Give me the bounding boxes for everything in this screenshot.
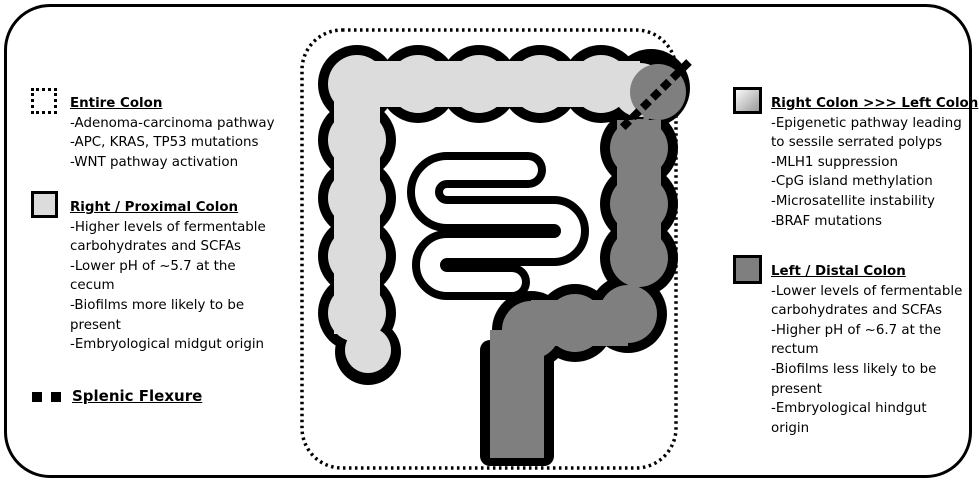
legend-line: -Biofilms more likely to be [70, 296, 266, 316]
splenic-flexure-swatch-dash [51, 392, 61, 402]
legend-line: -Biofilms less likely to be [771, 360, 962, 380]
right-vs-left-title: Right Colon >>> Left Colon [771, 94, 978, 114]
legend-line: cecum [70, 276, 266, 296]
entire-colon-swatch [31, 88, 57, 114]
legend-line: -Higher pH of ~6.7 at the [771, 321, 962, 341]
small-intestine [425, 170, 571, 282]
legend-line: rectum [771, 340, 962, 360]
legend-line: -APC, KRAS, TP53 mutations [70, 133, 275, 153]
legend-line: origin [771, 419, 962, 439]
entire-colon-legend: Entire Colon -Adenoma-carcinoma pathway … [70, 94, 275, 172]
legend-line: -Lower levels of fermentable [771, 282, 962, 302]
legend-line: -MLH1 suppression [771, 153, 978, 173]
right-proximal-swatch [31, 191, 58, 218]
legend-line: -BRAF mutations [771, 212, 978, 232]
left-distal-swatch [733, 255, 762, 284]
legend-line: present [771, 380, 962, 400]
legend-line: to sessile serrated polyps [771, 133, 978, 153]
legend-line: present [70, 316, 266, 336]
legend-line: -Microsatellite instability [771, 192, 978, 212]
legend-line: -Higher levels of fermentable [70, 218, 266, 238]
legend-line: -Embryological midgut origin [70, 335, 266, 355]
left-distal-legend: Left / Distal Colon -Lower levels of fer… [771, 262, 962, 438]
entire-colon-title: Entire Colon [70, 94, 275, 114]
right-proximal-title: Right / Proximal Colon [70, 198, 266, 218]
right-vs-left-legend: Right Colon >>> Left Colon -Epigenetic p… [771, 94, 978, 231]
legend-line: -WNT pathway activation [70, 153, 275, 173]
left-distal-title: Left / Distal Colon [771, 262, 962, 282]
legend-line: -Epigenetic pathway leading [771, 114, 978, 134]
right-vs-left-swatch [733, 87, 762, 114]
legend-line: carbohydrates and SCFAs [771, 301, 962, 321]
legend-line: -Lower pH of ~5.7 at the [70, 257, 266, 277]
legend-line: -Adenoma-carcinoma pathway [70, 114, 275, 134]
splenic-flexure-swatch-dash [32, 392, 42, 402]
legend-line: carbohydrates and SCFAs [70, 237, 266, 257]
splenic-flexure-title: Splenic Flexure [72, 387, 202, 407]
right-proximal-legend: Right / Proximal Colon -Higher levels of… [70, 198, 266, 355]
splenic-flexure-legend: Splenic Flexure [72, 387, 202, 407]
legend-line: -CpG island methylation [771, 172, 978, 192]
legend-line: -Embryological hindgut [771, 399, 962, 419]
